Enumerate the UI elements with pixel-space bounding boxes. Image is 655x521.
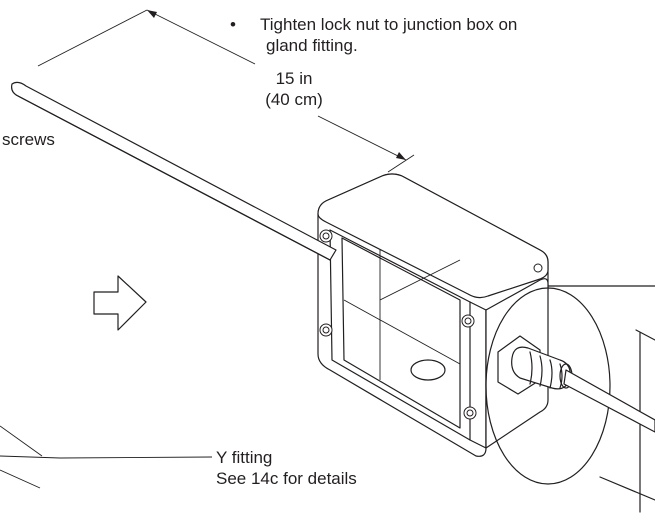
cable-exit bbox=[563, 369, 655, 433]
y-fitting-title: Y fitting bbox=[216, 448, 273, 467]
instruction-note: • Tighten lock nut to junction box on gl… bbox=[228, 14, 517, 56]
dimension-line-top bbox=[37, 9, 256, 67]
junction-box bbox=[317, 173, 549, 457]
bullet-icon: • bbox=[230, 15, 236, 34]
detail-circle bbox=[485, 287, 611, 485]
y-fitting-leader bbox=[0, 425, 213, 489]
cable bbox=[11, 81, 337, 261]
dimension-line-right bbox=[317, 115, 415, 173]
gland-fitting bbox=[497, 335, 573, 395]
instruction-line-1: Tighten lock nut to junction box on bbox=[260, 15, 518, 34]
y-fitting-label: Y fitting See 14c for details bbox=[216, 447, 357, 489]
screws-label: screws bbox=[2, 130, 55, 149]
dimension-label: 15 in (40 cm) bbox=[248, 68, 340, 110]
instruction-line-2: gland fitting. bbox=[266, 36, 358, 55]
dimension-imperial: 15 in bbox=[275, 69, 313, 88]
y-fitting-details: See 14c for details bbox=[216, 469, 357, 488]
direction-arrow-icon bbox=[93, 275, 147, 331]
dimension-metric: (40 cm) bbox=[265, 90, 323, 109]
